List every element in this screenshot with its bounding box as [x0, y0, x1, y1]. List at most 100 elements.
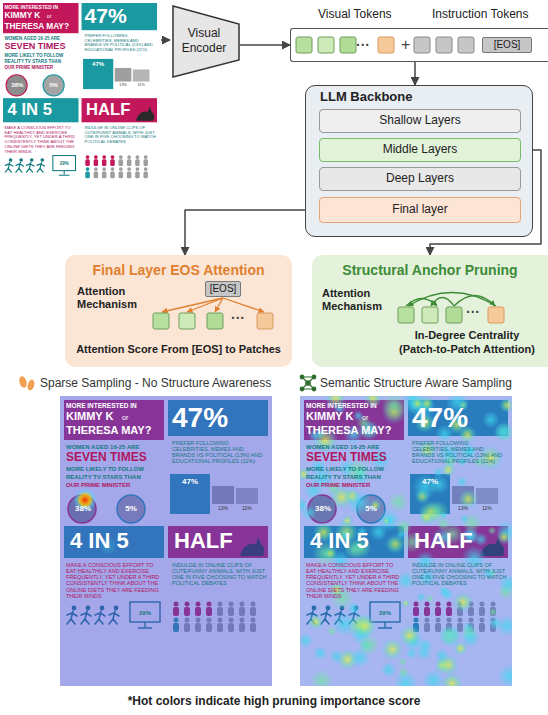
infographic-text: 4 IN 5 — [70, 530, 164, 552]
heat-blob — [437, 654, 459, 676]
node-text: [EOS] — [210, 283, 237, 295]
infographic-text: 11% — [133, 83, 150, 87]
heat-blob — [341, 515, 353, 527]
infographic-text: REALITY TV STARS THAN — [5, 59, 81, 64]
sparse-icon — [18, 375, 35, 391]
eos-token: [EOS] — [205, 281, 241, 297]
heat-blob — [426, 595, 434, 603]
token-sequence: Visual TokensInstruction Tokens[EOS] — [290, 8, 548, 62]
infographic-text: 29% — [132, 610, 158, 617]
heat-blob — [461, 628, 480, 647]
infographic-text: 4 IN 5 — [8, 101, 79, 118]
infographic-text: or — [122, 414, 138, 422]
heat-blob — [440, 511, 448, 519]
infographic-text: PREFER FOLLOWING CELEBRITIES, MEMES AND … — [85, 33, 157, 52]
heat-blob — [497, 530, 512, 545]
heat-blob — [494, 422, 513, 442]
network-icon — [300, 375, 316, 391]
infographic: MORE INTERESTED INKIMMY KorTHERESA MAY?W… — [0, 0, 160, 186]
heat-blob — [402, 599, 410, 607]
infographic-text: MAKE A CONSCIOUS EFFORT TO EAT HEALTHILY… — [306, 562, 402, 599]
node-text: Final layer — [392, 203, 447, 217]
heat-blob — [395, 519, 412, 536]
node-text: Deep Layers — [386, 172, 454, 186]
infographic-text: KIMMY K — [66, 411, 126, 422]
infographic-text: MORE INTERESTED IN — [66, 402, 162, 409]
eos-attention-panel: Final Layer EOS AttentionAttention Mecha… — [65, 255, 292, 367]
caption: *Hot colors indicate high pruning import… — [0, 695, 548, 707]
infographic-text: 11% — [236, 506, 258, 512]
infographic-text: SEVEN TIMES — [306, 451, 406, 463]
node-text: Attention Mechanism — [77, 285, 143, 311]
heat-blob — [418, 501, 442, 525]
infographic: MORE INTERESTED INKIMMY KorTHERESA MAY?W… — [60, 396, 272, 686]
infographic-text: PREFER FOLLOWING CELEBRITIES, MEMES AND … — [412, 440, 507, 465]
infographic-text: HALF — [86, 101, 157, 118]
layer-box: Shallow Layers — [319, 109, 521, 133]
infographic-text: SEVEN TIMES — [5, 42, 81, 51]
input-arrow — [161, 39, 170, 41]
infographic-text: 5% — [121, 505, 141, 514]
infographic-text: or — [47, 14, 59, 20]
heat-blob — [497, 664, 512, 686]
ellipsis: ··· — [466, 305, 480, 319]
heat-blob — [388, 492, 409, 513]
infographic-text: WOMEN AGED 16-25 ARE — [5, 36, 81, 41]
token-squares — [296, 37, 474, 53]
node-text: Instruction Tokens — [432, 8, 529, 22]
infographic-text: 13% — [212, 506, 234, 512]
heat-blob — [399, 624, 421, 646]
backbone-box: LLM BackboneShallow LayersMiddle LayersD… — [305, 85, 533, 237]
heat-blob — [308, 614, 324, 630]
infographic-text: INDULGE IN ONLINE CLIPS OF CUTE/FUNNY AN… — [172, 562, 267, 587]
infographic-text: MAKE A CONSCIOUS EFFORT TO EAT HEALTHILY… — [66, 562, 162, 599]
heat-blob — [327, 627, 337, 637]
plus-sign: + — [401, 37, 410, 53]
heat-blob — [381, 662, 397, 678]
infographic-text: OUR PRIME MINISTER — [5, 65, 81, 70]
node-text: Shallow Layers — [379, 114, 460, 128]
infographic-text: WOMEN AGED 16-25 ARE — [66, 444, 166, 451]
heat-blob — [488, 526, 497, 535]
heat-blob — [441, 588, 454, 601]
infographic-text: 38% — [72, 505, 94, 514]
heat-blob — [456, 476, 467, 487]
heat-blob — [416, 645, 432, 661]
heat-blob — [488, 616, 502, 630]
layer-box: Middle Layers — [319, 138, 521, 162]
infographic-text: 5% — [46, 82, 61, 89]
connector — [240, 44, 290, 46]
infographic-text: 47% — [85, 62, 112, 69]
infographic-text: 5% — [361, 505, 381, 514]
infographic-text: MORE LIKELY TO FOLLOW — [5, 53, 81, 58]
infographic-text: 4 IN 5 — [310, 530, 404, 552]
heat-blob — [311, 669, 333, 686]
infographic-text: OUR PRIME MINISTER — [306, 482, 406, 489]
heat-blob — [353, 614, 377, 638]
infographic-text: 47% — [412, 478, 448, 487]
ellipsis: ··· — [231, 311, 245, 325]
infographic-text: THERESA MAY? — [5, 22, 77, 30]
heat-blob — [350, 648, 370, 668]
infographic-text: 13% — [115, 83, 132, 87]
infographic-text: MORE LIKELY TO FOLLOW — [306, 466, 406, 473]
anchor-pruning-panel: Structural Anchor PruningAttention Mecha… — [312, 255, 548, 367]
heat-blob — [300, 633, 313, 648]
heat-blob — [417, 592, 427, 602]
heat-blob — [393, 671, 417, 686]
infographic-text: WOMEN AGED 16-25 ARE — [306, 444, 406, 451]
heat-blob — [460, 514, 469, 523]
infographic-text: MORE INTERESTED IN — [5, 5, 77, 10]
node-text: Visual Encoder — [174, 26, 234, 56]
infographic-text: 11% — [476, 506, 498, 512]
infographic-text: INDULGE IN ONLINE CLIPS OF CUTE/FUNNY AN… — [412, 562, 507, 587]
infographic: MORE INTERESTED INKIMMY KorTHERESA MAY?W… — [300, 396, 512, 686]
infographic-thumbnail: MORE INTERESTED INKIMMY KorTHERESA MAY?W… — [0, 0, 160, 186]
infographic-text: THERESA MAY? — [306, 425, 402, 436]
heat-blob — [313, 646, 327, 660]
heat-blob — [385, 515, 394, 524]
infographic-text: MORE INTERESTED IN — [306, 402, 402, 409]
node-text: Attention Mechanism — [322, 287, 388, 313]
heat-blob — [453, 592, 474, 613]
infographic-text: HALF — [414, 530, 508, 552]
